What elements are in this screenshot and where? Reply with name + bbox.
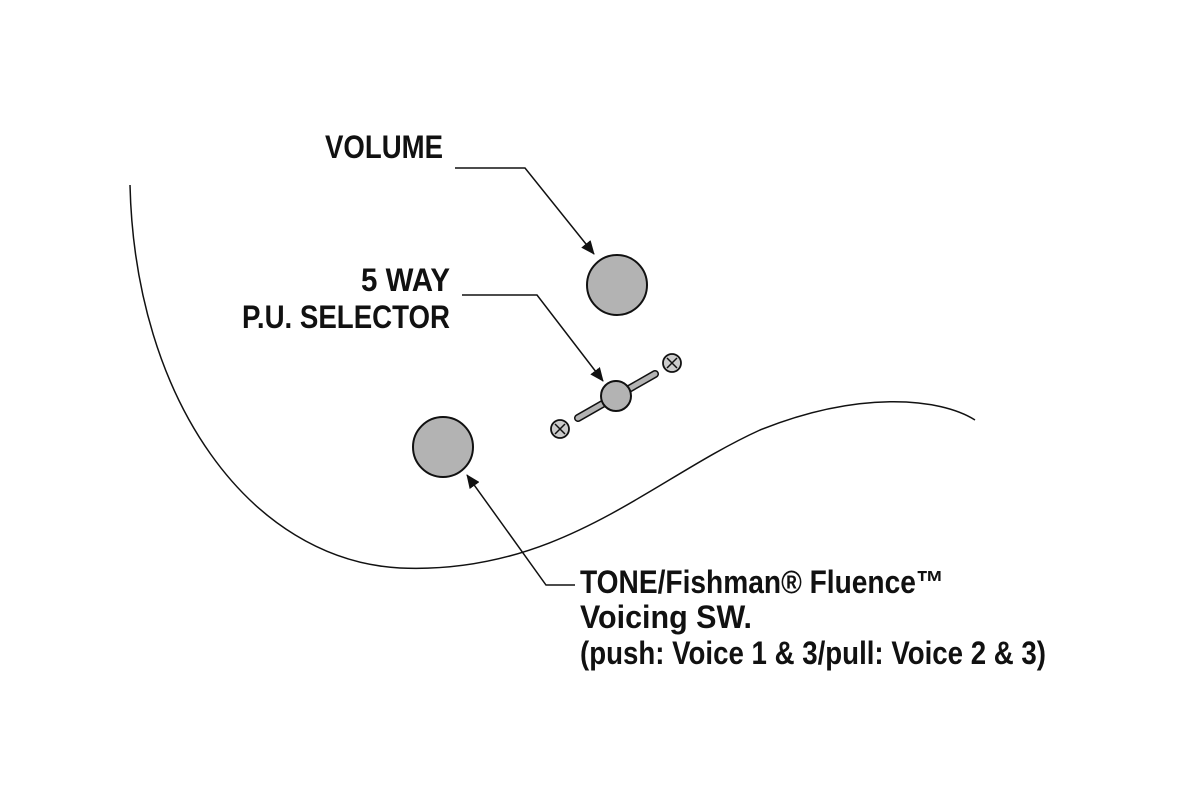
volume-label: VOLUME (325, 129, 443, 165)
volume-knob[interactable] (586, 254, 648, 316)
selector-leader-arrow (462, 294, 604, 382)
screw-icon (550, 419, 570, 439)
tone-label-line2: Voicing SW. (580, 599, 752, 635)
screw-icon (662, 353, 682, 373)
volume-leader-arrow (455, 167, 595, 255)
guitar-body-outline (129, 184, 976, 570)
tone-leader-arrow (466, 474, 575, 586)
tone-knob[interactable] (412, 416, 474, 478)
selector-label-line2: P.U. SELECTOR (242, 299, 450, 335)
tone-label-line1: TONE/Fishman® Fluence™ (580, 564, 944, 600)
tone-label-line3: (push: Voice 1 & 3/pull: Voice 2 & 3) (580, 635, 1046, 671)
pickup-selector-switch[interactable] (574, 370, 659, 422)
selector-label-line1: 5 WAY (361, 262, 450, 298)
